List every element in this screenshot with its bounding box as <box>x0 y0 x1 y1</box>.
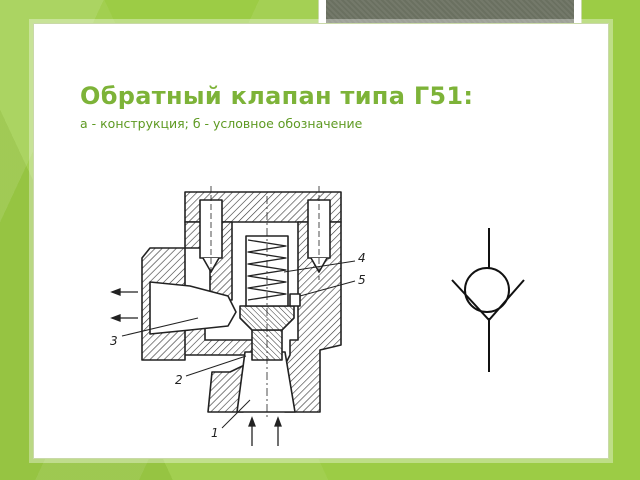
flow-arrows <box>110 288 282 446</box>
slide-title: Обратный клапан типа Г51: <box>80 82 474 110</box>
callout-1: 1 <box>211 426 219 440</box>
callout-2: 2 <box>175 373 183 387</box>
callout-5: 5 <box>358 273 366 287</box>
valve-cross-section <box>141 186 342 420</box>
callout-4: 4 <box>358 251 366 265</box>
callout-3: 3 <box>110 334 118 348</box>
spring <box>247 239 287 301</box>
slide-subtitle: а - конструкция; б - условное обозначени… <box>80 116 363 131</box>
callout-leaders <box>121 260 356 429</box>
seal-ring <box>289 293 301 307</box>
bottom-port <box>236 351 296 413</box>
check-valve-symbol <box>451 228 525 372</box>
side-port <box>149 281 237 335</box>
